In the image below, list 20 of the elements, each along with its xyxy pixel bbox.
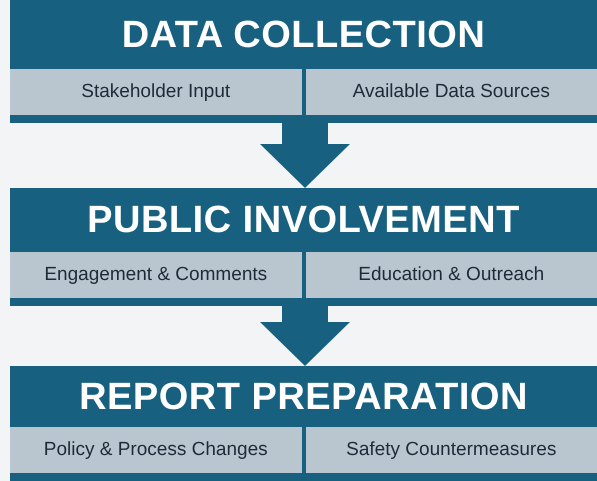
sub-item-box xyxy=(10,69,302,115)
stage-title: PUBLIC INVOLVEMENT xyxy=(87,201,520,239)
sub-item-label: Policy & Process Changes xyxy=(44,438,268,462)
stage-title: DATA COLLECTION xyxy=(122,16,486,54)
stage-band xyxy=(10,366,597,481)
sub-item-label: Stakeholder Input xyxy=(81,80,230,104)
sub-item-box xyxy=(10,427,302,473)
down-arrow xyxy=(260,123,350,188)
sub-item-label: Education & Outreach xyxy=(358,262,544,287)
sub-item-label: Safety Countermeasures xyxy=(346,438,556,462)
sub-item-box xyxy=(306,69,597,115)
sub-item-label: Available Data Sources xyxy=(352,80,550,104)
sub-item-box xyxy=(306,252,597,298)
sub-item-box xyxy=(10,252,302,298)
sub-item-box xyxy=(306,427,597,473)
stage-band xyxy=(10,188,597,306)
sub-item-label: Engagement & Comments xyxy=(44,262,268,287)
down-arrow xyxy=(260,306,350,366)
stage-title: REPORT PREPARATION xyxy=(79,378,528,416)
stage-band xyxy=(10,0,597,123)
